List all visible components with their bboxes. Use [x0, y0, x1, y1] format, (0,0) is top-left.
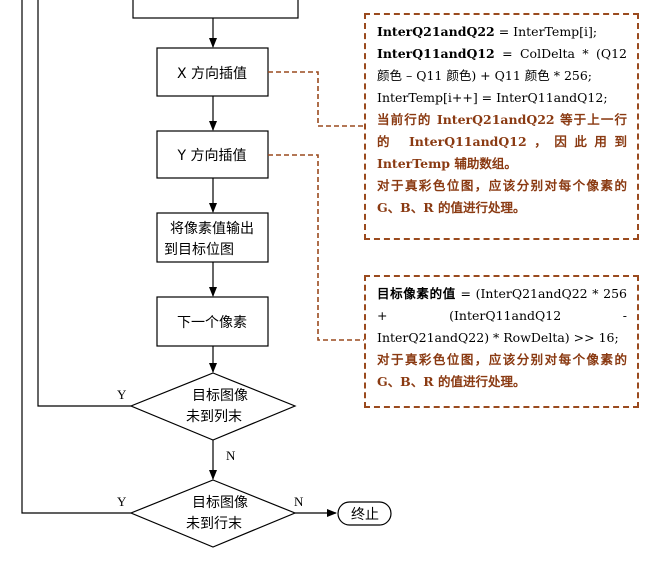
row-end-diamond — [129, 479, 297, 548]
col-end-no-label: N — [226, 448, 236, 463]
y-note-formula: 目标像素的值 = (InterQ21andQ22 * 256 + (InterQ… — [377, 286, 627, 345]
y-interp-label: Y 方向插值 — [176, 148, 246, 164]
next-pixel-box — [156, 296, 269, 347]
col-end-yes-label: Y — [117, 387, 127, 402]
loop-col-end-yes — [37, 0, 131, 407]
col-end-label-2: 未到列末 — [186, 409, 242, 425]
x-note-line3: InterTemp[i++] = InterQ11andQ12; — [377, 90, 608, 105]
x-note-line1: InterQ21andQ22 = InterTemp[i]; — [377, 24, 598, 39]
loop-row-end-yes — [21, 0, 131, 514]
col-end-diamond — [129, 372, 297, 441]
x-note-connector — [268, 71, 364, 127]
x-note-explanation: 当前行的 InterQ21andQ22 等于上一行的 InterQ11andQ1… — [377, 112, 627, 171]
next-pixel-label: 下一个像素 — [177, 315, 247, 331]
x-note-line2: InterQ11andQ12 = ColDelta * (Q12 颜色 – Q1… — [377, 46, 627, 83]
row-end-label-1: 目标图像 — [192, 495, 248, 511]
y-note-truecolor: 对于真彩色位图，应该分别对每个像素的 G、B、R 的值进行处理。 — [377, 352, 627, 389]
row-end-yes-label: Y — [117, 494, 127, 509]
y-interp-note: 目标像素的值 = (InterQ21andQ22 * 256 + (InterQ… — [364, 275, 639, 408]
terminate-label: 终止 — [351, 507, 379, 523]
output-pixel-label-1: 将像素值输出 — [170, 221, 254, 237]
output-pixel-label-2: 到目标位图 — [164, 242, 234, 258]
x-interp-box — [156, 47, 269, 97]
y-note-connector — [268, 154, 364, 341]
col-end-label-1: 目标图像 — [192, 388, 248, 404]
output-pixel-box — [156, 212, 269, 263]
terminate-node — [337, 501, 392, 526]
row-end-no-label: N — [294, 494, 304, 509]
x-interp-label: X 方向插值 — [177, 66, 247, 82]
x-note-truecolor: 对于真彩色位图，应该分别对每个像素的 G、B、R 的值进行处理。 — [377, 178, 627, 215]
y-interp-box — [156, 130, 269, 179]
previous-step-box — [132, 0, 299, 19]
row-end-label-2: 未到行末 — [186, 516, 242, 532]
x-interp-note: InterQ21andQ22 = InterTemp[i]; InterQ11a… — [364, 13, 639, 240]
